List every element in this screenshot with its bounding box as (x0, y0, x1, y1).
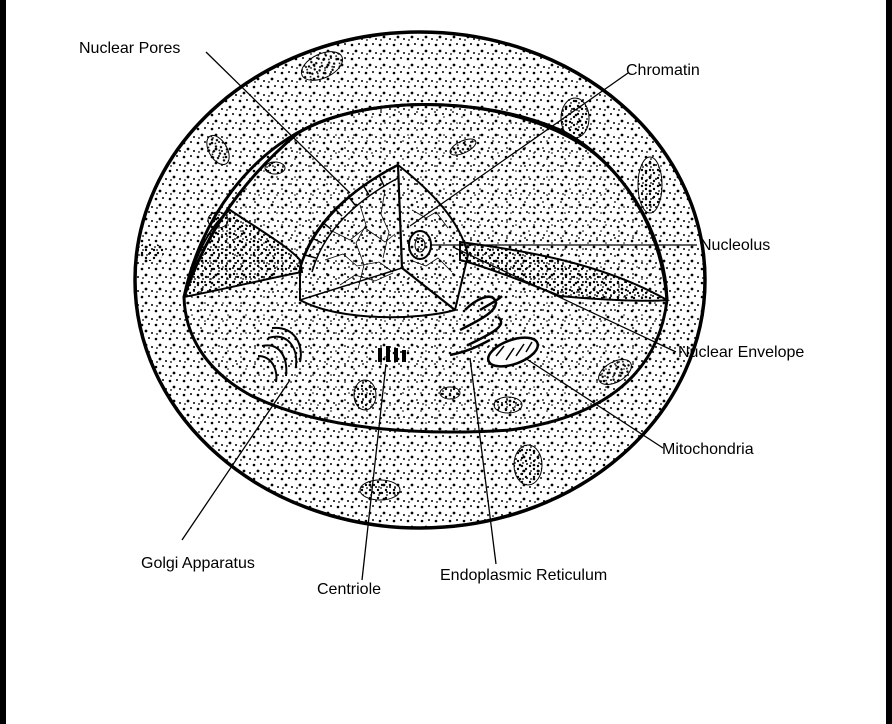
label-nuclear-envelope: Nuclear Envelope (678, 344, 804, 361)
label-chromatin: Chromatin (626, 62, 700, 79)
label-golgi-apparatus: Golgi Apparatus (141, 555, 255, 572)
label-nucleolus: Nucleolus (700, 237, 770, 254)
label-mitochondria: Mitochondria (662, 441, 754, 458)
label-endoplasmic-reticulum: Endoplasmic Reticulum (440, 567, 607, 584)
nucleolus-core (415, 238, 425, 252)
label-centriole: Centriole (317, 581, 381, 598)
label-nuclear-pores: Nuclear Pores (79, 40, 180, 57)
